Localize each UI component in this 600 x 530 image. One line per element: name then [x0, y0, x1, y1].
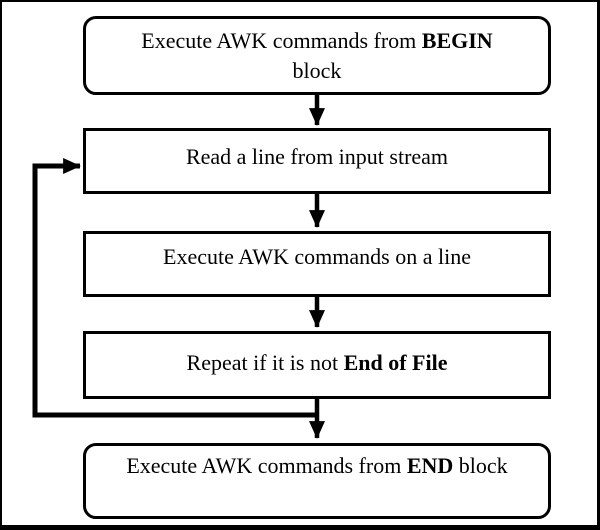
node-end-text: Execute AWK commands from [126, 453, 407, 479]
node-repeat-text: Repeat if it is not [186, 350, 344, 376]
node-end-bold-keyword: END [406, 453, 454, 479]
node-execute-commands-label: Execute AWK commands on a line [163, 244, 471, 270]
node-end-block-label: Execute AWK commands from END block [126, 451, 507, 481]
edge-repeat-to-read-loop-arrow [32, 158, 317, 418]
node-read-line-label: Read a line from input stream [185, 144, 449, 170]
node-repeat-check: Repeat if it is not End of File [83, 331, 551, 399]
node-repeat-bold-keyword: End of File [343, 350, 448, 376]
node-end-text-suffix: block [453, 453, 508, 479]
node-begin-text: Execute AWK commands from [141, 27, 422, 53]
node-end-block: Execute AWK commands from END block [83, 443, 551, 519]
node-begin-bold-keyword: BEGIN [421, 27, 493, 53]
node-execute-commands: Execute AWK commands on a line [83, 231, 551, 297]
node-begin-block: Execute AWK commands from BEGIN block [83, 16, 551, 95]
node-repeat-check-label: Repeat if it is not End of File [187, 348, 448, 378]
node-begin-block-line2: block [292, 57, 342, 83]
node-read-line: Read a line from input stream [83, 128, 551, 194]
node-begin-block-line1: Execute AWK commands from BEGIN [141, 26, 492, 56]
